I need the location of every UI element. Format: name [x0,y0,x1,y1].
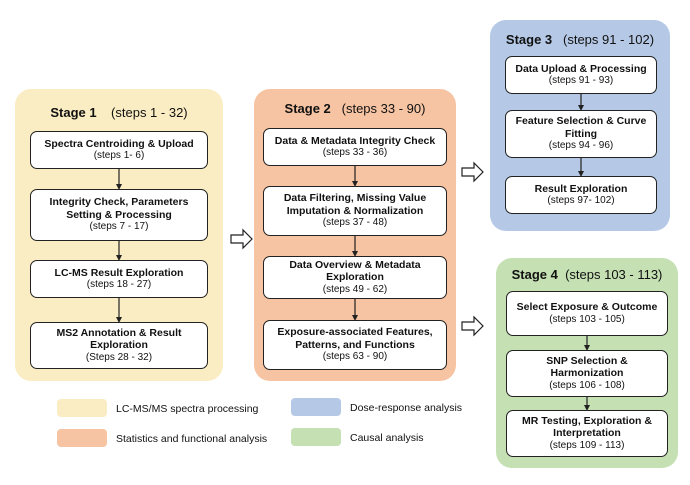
stage-4-steps: (steps 103 - 113) [565,267,663,282]
stage-1-steps: (steps 1 - 32) [111,105,188,120]
stage-4-heading: Stage 4 (steps 103 - 113) [496,267,678,282]
stage4-box-exposure: Select Exposure & Outcome (steps 103 - 1… [506,291,668,336]
stage-4-title: Stage 4 [511,267,558,282]
box-title: SNP Selection & Harmonization [546,354,628,380]
box-steps: (steps 94 - 96) [548,140,614,152]
stage-3-heading: Stage 3 (steps 91 - 102) [490,32,670,47]
box-steps: (steps 63 - 90) [322,351,388,363]
box-steps: (steps 106 - 108) [549,379,625,391]
stage2-box-exposure: Exposure-associated Features, Patterns, … [263,320,447,370]
block-arrow-right-icon [230,228,253,250]
stage1-box-integrity: Integrity Check, Parameters Setting & Pr… [30,189,208,241]
legend-swatch-stage3 [291,398,341,416]
box-title: Data & Metadata Integrity Check [274,134,436,147]
stage3-box-result: Result Exploration (steps 97- 102) [505,176,657,214]
box-steps: (steps 37 - 48) [322,217,388,229]
box-title: Integrity Check, Parameters Setting & Pr… [49,196,189,221]
stage-3-panel: Stage 3 (steps 91 - 102) Data Upload & P… [490,20,670,231]
box-steps: (steps 109 - 113) [549,439,625,451]
box-title: Select Exposure & Outcome [516,301,658,313]
stage1-box-centroiding: Spectra Centroiding & Upload (steps 1- 6… [30,131,208,169]
box-steps: (steps 103 - 105) [549,313,625,325]
stage1-box-ms2: MS2 Annotation & Result Exploration (Ste… [30,322,208,369]
block-arrow-right-icon [461,315,484,337]
box-title: Spectra Centroiding & Upload [44,137,194,150]
box-steps: (steps 7 - 17) [89,221,149,233]
legend-swatch-stage2 [57,429,107,447]
stage-2-title: Stage 2 [284,101,331,116]
stage2-box-integrity: Data & Metadata Integrity Check (steps 3… [263,128,447,166]
stage2-box-filtering: Data Filtering, Missing Value Imputation… [263,186,447,236]
box-steps: (steps 97- 102) [547,195,615,206]
box-steps: (steps 18 - 27) [86,279,152,290]
stage2-box-overview: Data Overview & Metadata Exploration (st… [263,256,447,299]
stage-1-title: Stage 1 [50,105,97,120]
box-steps: (steps 1- 6) [93,150,145,161]
legend-swatch-stage4 [291,428,341,446]
box-steps: (Steps 28 - 32) [85,351,153,363]
box-steps: (steps 33 - 36) [322,147,388,158]
stage3-box-upload: Data Upload & Processing (steps 91 - 93) [505,56,657,94]
stage-1-heading: Stage 1 (steps 1 - 32) [15,105,223,120]
stage4-box-snp: SNP Selection & Harmonization (steps 106… [506,350,668,397]
box-title: Result Exploration [534,182,628,195]
stage-3-steps: (steps 91 - 102) [563,32,655,47]
stage1-box-lcms-result: LC-MS Result Exploration (steps 18 - 27) [30,260,208,298]
box-title: Data Filtering, Missing Value Imputation… [283,192,427,217]
box-steps: (steps 49 - 62) [322,283,388,295]
stage-2-panel: Stage 2 (steps 33 - 90) Data & Metadata … [254,89,456,381]
box-steps: (steps 91 - 93) [548,75,614,86]
legend-label-stage2: Statistics and functional analysis [116,433,268,445]
box-title: Feature Selection & Curve Fitting [515,115,647,140]
box-title: LC-MS Result Exploration [54,266,184,279]
stage-3-title: Stage 3 [505,32,553,47]
box-title: Data Overview & Metadata Exploration [289,258,421,284]
box-title: MR Testing, Exploration & Interpretation [522,414,652,440]
stage-2-heading: Stage 2 (steps 33 - 90) [254,101,456,116]
stage-1-panel: Stage 1 (steps 1 - 32) Spectra Centroidi… [15,89,223,381]
legend-label-stage3: Dose-response analysis [350,402,463,414]
stage3-box-feature-selection: Feature Selection & Curve Fitting (steps… [505,110,657,158]
stage4-box-mr-testing: MR Testing, Exploration & Interpretation… [506,410,668,457]
legend-label-stage1: LC-MS/MS spectra processing [116,403,259,415]
legend-label-stage4: Causal analysis [350,432,424,444]
legend-swatch-stage1 [57,399,107,417]
block-arrow-right-icon [461,161,484,183]
box-title: Data Upload & Processing [515,62,647,75]
box-title: MS2 Annotation & Result Exploration [56,326,182,352]
box-title: Exposure-associated Features, Patterns, … [277,326,433,351]
stage-4-panel: Stage 4 (steps 103 - 113) Select Exposur… [496,258,678,468]
stage-2-steps: (steps 33 - 90) [341,101,426,116]
